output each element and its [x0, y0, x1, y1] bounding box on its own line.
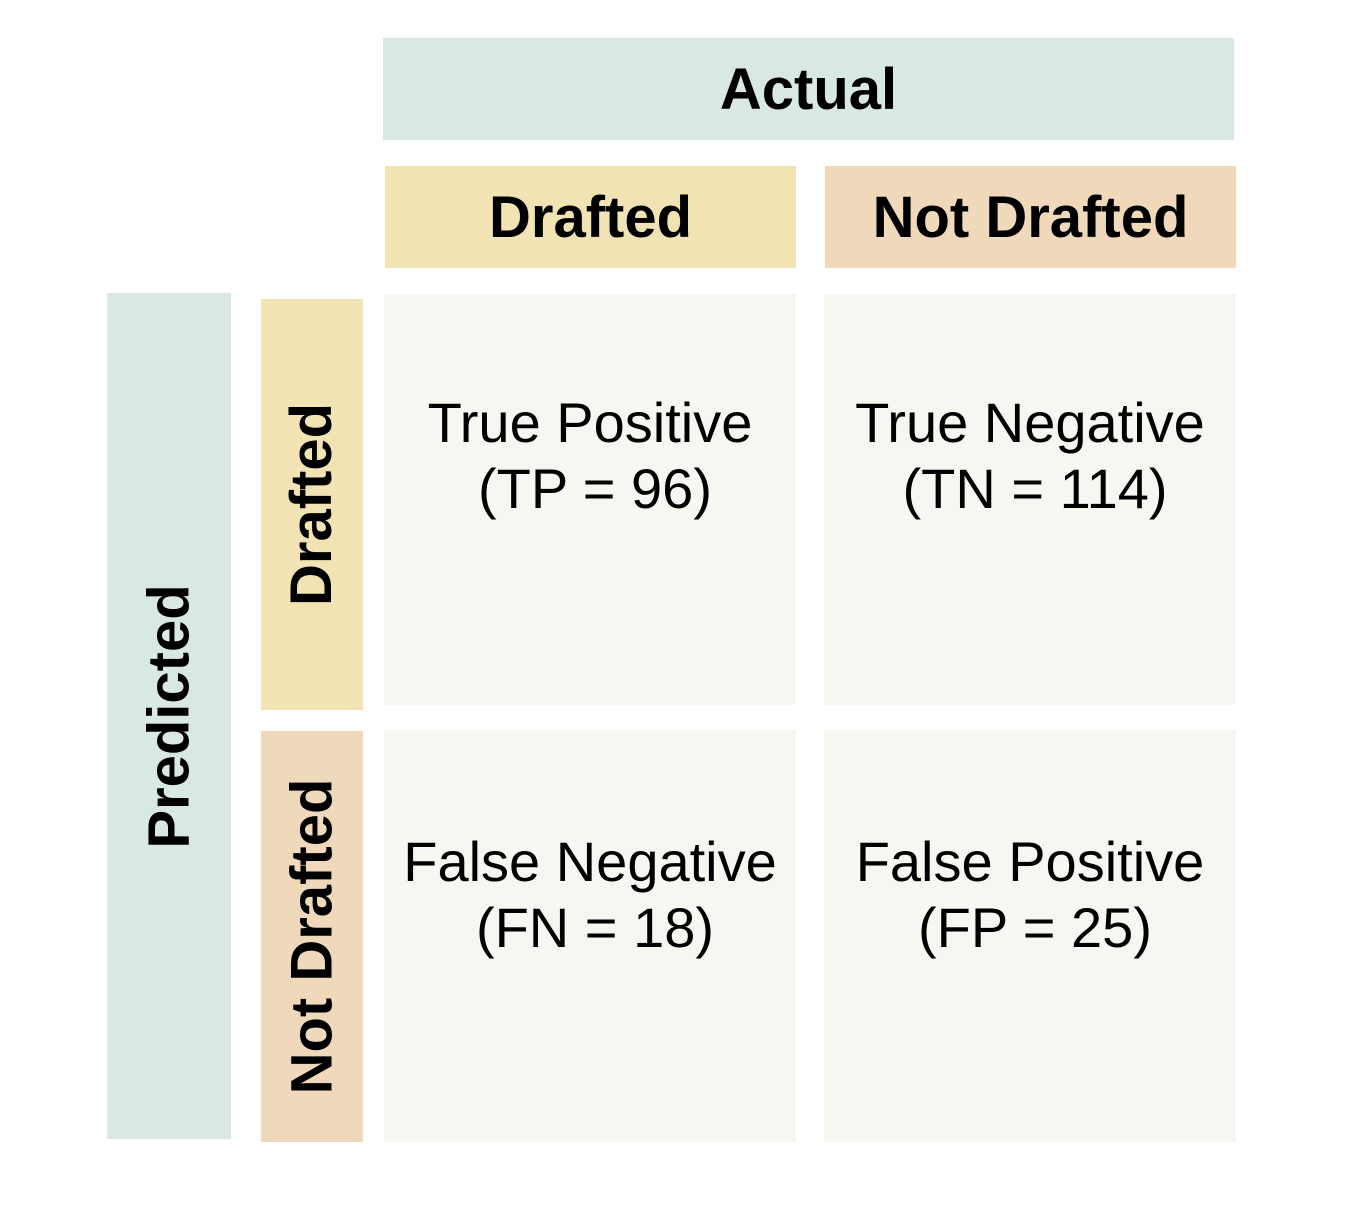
column-label-drafted: Drafted: [488, 184, 693, 250]
cell-true-negative-value: (TN = 114): [902, 456, 1168, 520]
row-label-drafted: Drafted: [279, 402, 345, 607]
predicted-header: Predicted: [107, 293, 231, 1139]
actual-header: Actual: [383, 38, 1234, 140]
cell-false-positive-value: (FP = 25): [918, 896, 1152, 959]
cell-true-positive-label: True Positive: [427, 390, 753, 454]
cell-true-negative: True Negative (TN = 114): [824, 294, 1236, 705]
row-label-not-drafted: Not Drafted: [279, 778, 345, 1095]
cell-false-negative-label: False Negative: [403, 830, 777, 893]
actual-label: Actual: [719, 56, 898, 122]
cell-false-positive: False Positive (FP = 25): [824, 730, 1236, 1142]
cell-true-negative-label: True Negative: [855, 390, 1205, 454]
row-header-not-drafted: Not Drafted: [261, 731, 363, 1142]
column-label-not-drafted: Not Drafted: [872, 184, 1189, 250]
cell-false-negative-value: (FN = 18): [475, 896, 715, 959]
cell-true-positive-value: (TP = 96): [478, 456, 712, 520]
column-header-drafted: Drafted: [385, 166, 796, 268]
predicted-label: Predicted: [136, 583, 202, 849]
cell-true-positive: True Positive (TP = 96): [384, 294, 796, 705]
column-header-not-drafted: Not Drafted: [825, 166, 1236, 268]
cell-false-positive-label: False Positive: [855, 830, 1205, 893]
cell-false-negative: False Negative (FN = 18): [384, 730, 796, 1142]
row-header-drafted: Drafted: [261, 299, 363, 710]
